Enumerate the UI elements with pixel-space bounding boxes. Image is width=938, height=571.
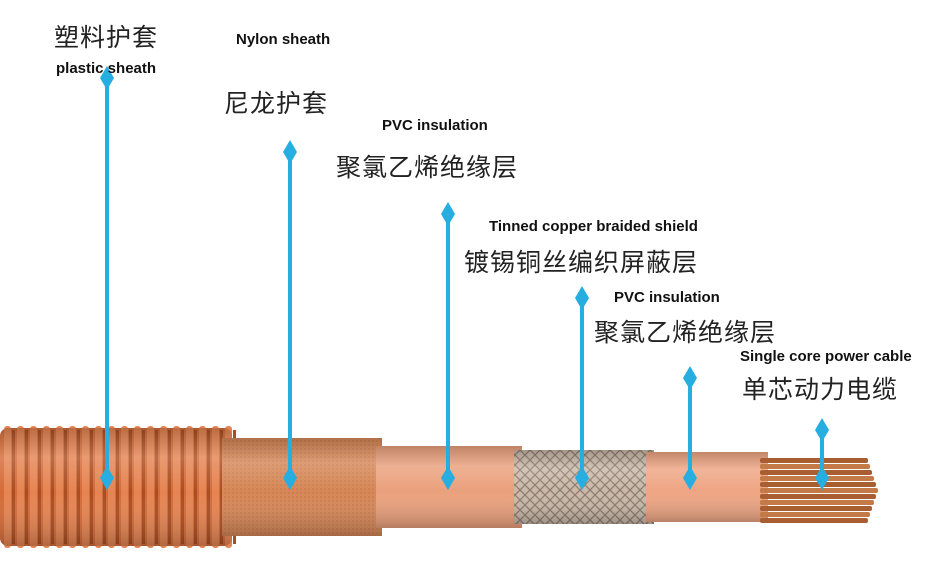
label-nylon-sheath-en: Nylon sheath — [236, 31, 331, 48]
label-pvc-inner-zh: 聚氯乙烯绝缘层 — [594, 318, 777, 347]
copper-conductor — [760, 458, 878, 523]
corrugated-sheath — [0, 426, 236, 548]
pointer-lines — [100, 66, 829, 490]
label-braided-shield-en: Tinned copper braided shield — [489, 218, 698, 235]
nylon-sheath-section — [222, 438, 382, 536]
pvc-inner-section — [646, 452, 768, 522]
pointer-pvc-insulation-outer — [441, 202, 455, 490]
label-core-cable-en: Single core power cable — [740, 348, 912, 365]
label-pvc-outer-zh: 聚氯乙烯绝缘层 — [336, 153, 519, 182]
label-plastic-sheath-zh: 塑料护套 — [54, 23, 159, 52]
label-plastic-sheath-en: plastic sheath — [56, 60, 157, 77]
pointer-plastic-sheath — [100, 66, 114, 490]
label-core-cable-zh: 单芯动力电缆 — [742, 375, 899, 404]
label-pvc-outer-en: PVC insulation — [382, 117, 488, 134]
label-nylon-sheath-zh: 尼龙护套 — [224, 89, 329, 118]
label-pvc-inner-en: PVC insulation — [614, 289, 720, 306]
pointer-nylon-sheath — [283, 140, 297, 490]
pointer-tinned-copper-braided-shield — [575, 286, 589, 490]
pointer-pvc-insulation-inner — [683, 366, 697, 490]
pointer-single-core-power-cable — [815, 418, 829, 490]
label-braided-shield-zh: 镀锡铜丝编织屏蔽层 — [464, 248, 699, 277]
